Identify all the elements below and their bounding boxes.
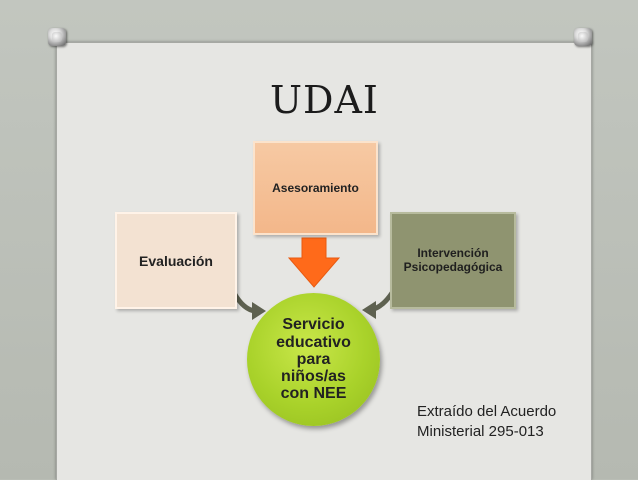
slide-title: UDAI — [270, 78, 379, 122]
source-note-line2: Ministerial 295-013 — [417, 422, 544, 440]
center-line-3: para — [296, 350, 331, 368]
node-intervencion-label-line2: Psicopedagógica — [403, 259, 503, 274]
node-evaluacion: Evaluación — [115, 212, 237, 309]
source-note: Extraído del Acuerdo Ministerial 295-013 — [417, 402, 556, 441]
center-line-1: Servicio — [282, 316, 345, 334]
right-arrowhead-icon — [362, 301, 376, 319]
pin-icon-left — [48, 28, 66, 46]
center-line-5: con NEE — [280, 385, 347, 403]
node-asesoramiento-label: Asesoramiento — [272, 181, 359, 195]
left-arrowhead-icon — [252, 302, 266, 320]
center-line-2: educativo — [276, 333, 351, 351]
node-intervencion: Intervención Psicopedagógica — [390, 212, 516, 309]
node-center-servicio: Servicio educativo para niños/as con NEE — [247, 293, 380, 426]
node-evaluacion-label: Evaluación — [139, 252, 213, 269]
node-asesoramiento: Asesoramiento — [253, 141, 378, 235]
node-intervencion-label-line1: Intervención — [417, 245, 489, 260]
pin-icon-right — [574, 28, 592, 46]
source-note-line1: Extraído del Acuerdo — [417, 403, 557, 420]
center-line-4: niños/as — [281, 368, 346, 386]
down-arrow-icon — [287, 237, 341, 288]
